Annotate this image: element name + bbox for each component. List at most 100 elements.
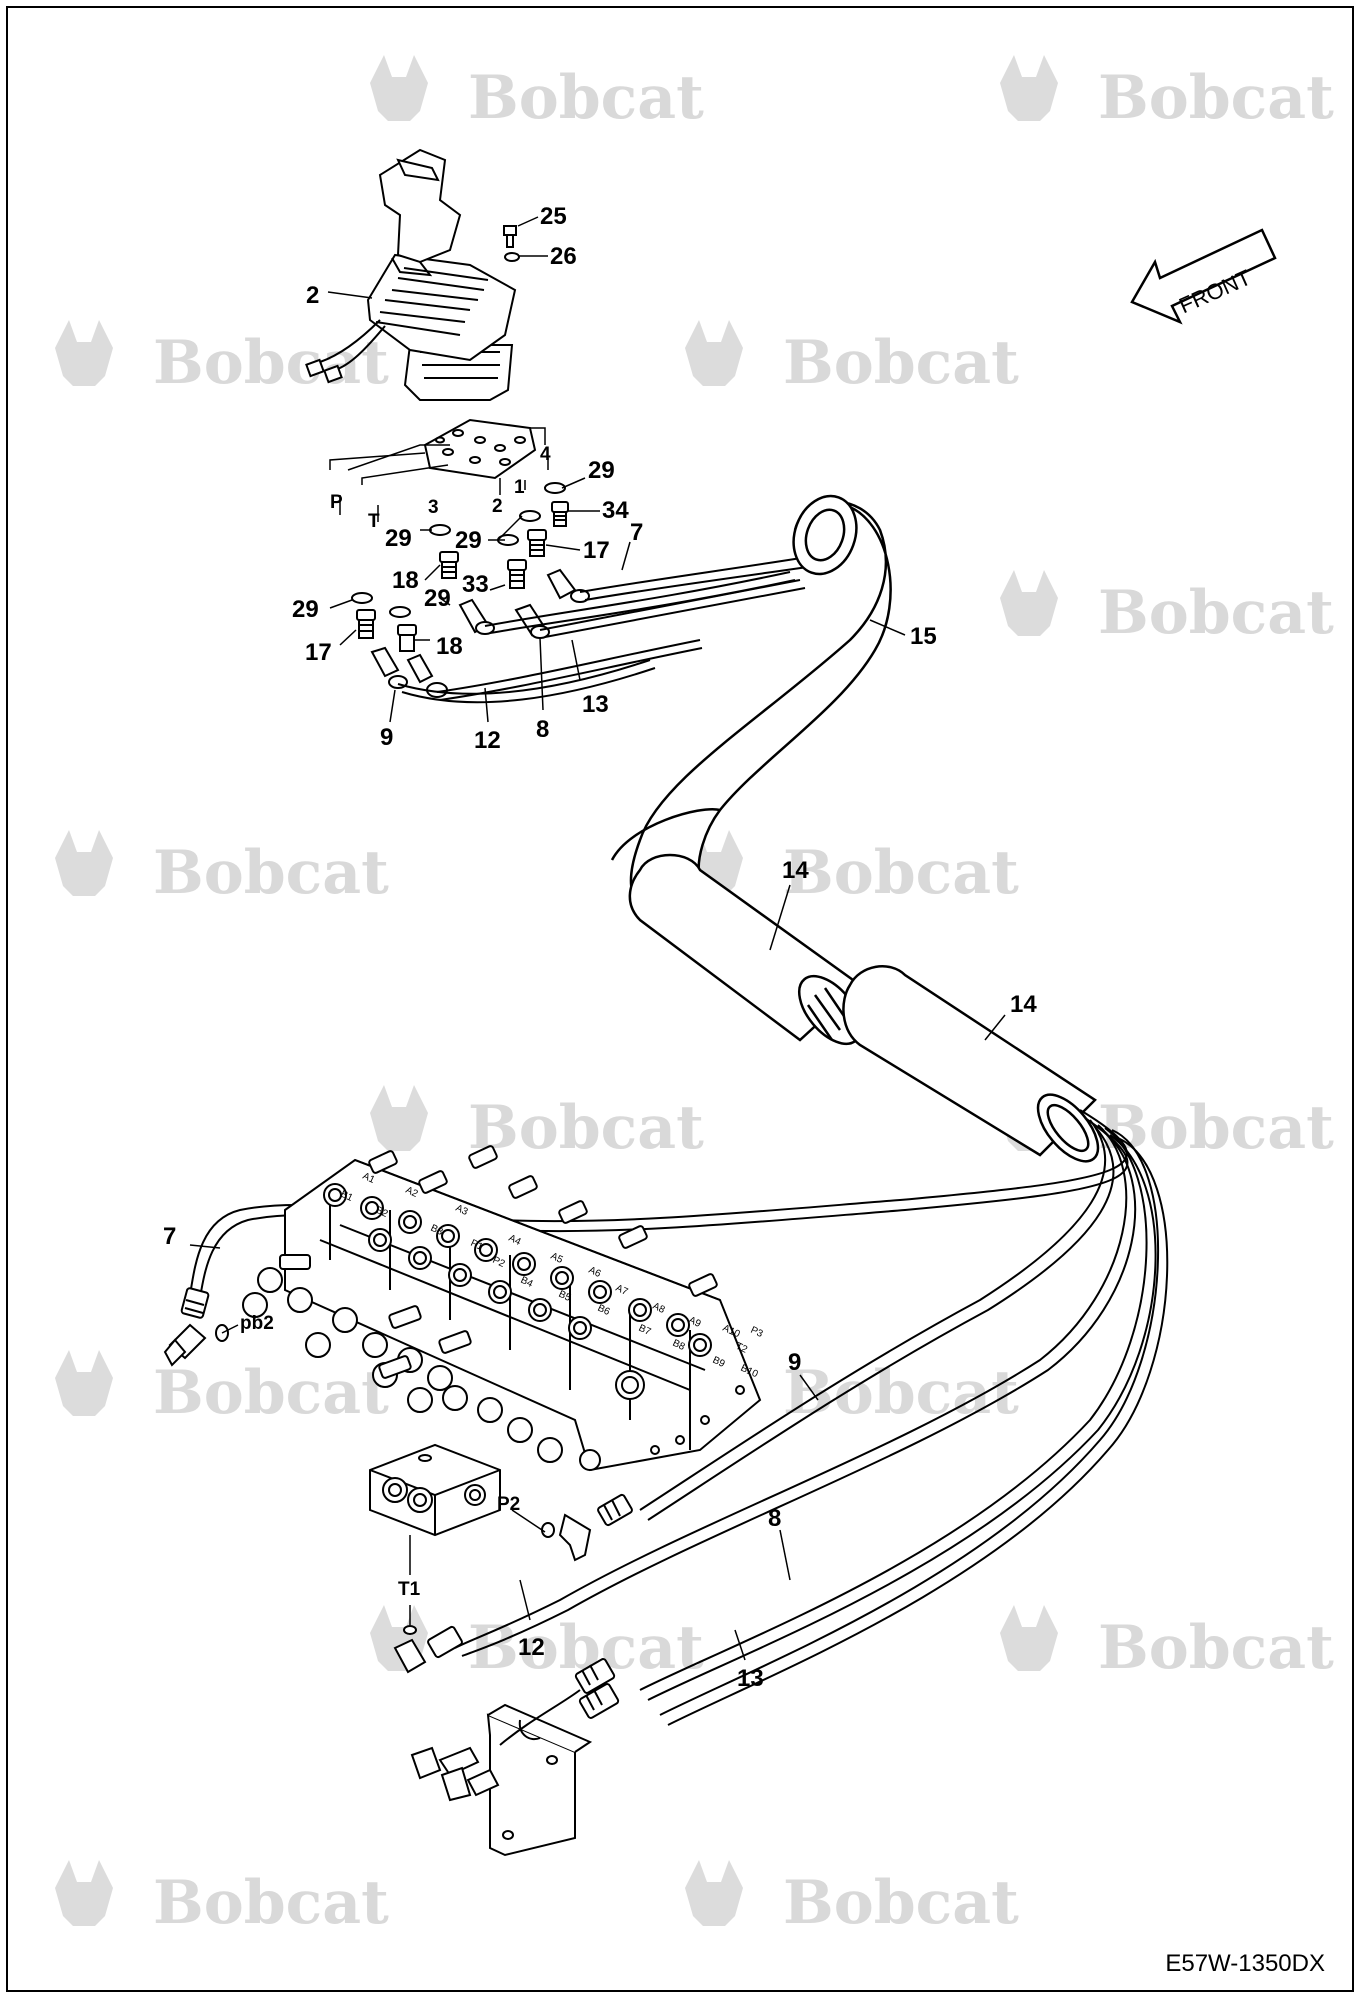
valve-label: A3 [454, 1203, 470, 1218]
callout-7: 7 [163, 1223, 176, 1250]
watermark-logo [1000, 1605, 1058, 1671]
callout-14: 14 [1010, 991, 1037, 1018]
valve-label: A6 [587, 1265, 603, 1280]
callout-9: 9 [380, 724, 393, 751]
watermark-text: Bobcat [1098, 578, 1334, 648]
callout-29: 29 [424, 585, 451, 612]
manifold-block [369, 1443, 501, 1537]
watermark-text: Bobcat [153, 1868, 389, 1938]
watermark-text: Bobcat [1098, 1613, 1334, 1683]
callout-8: 8 [768, 1505, 781, 1532]
valve-label: A1 [361, 1171, 377, 1186]
valve-section-labels: A1 B1 A2 B2 A3 B3 P1 P2 A4 B4 A5 B5 A6 B… [339, 1171, 765, 1381]
pilot-hoses-lower [189, 1109, 1169, 1726]
adapter-34 [551, 501, 569, 527]
o-ring-29 [519, 510, 541, 522]
o-rings [351, 482, 566, 618]
callout-18: 18 [436, 633, 463, 660]
watermark-logo [55, 1350, 113, 1416]
callout-pb2: pb2 [240, 1313, 274, 1334]
mounting-bracket [410, 1658, 620, 1857]
watermark-logo [1000, 55, 1058, 121]
watermark-text: Bobcat [468, 1093, 704, 1163]
valve-label: A9 [687, 1315, 703, 1330]
valve-label: A7 [614, 1283, 630, 1298]
callout-port-1: 1 [514, 477, 525, 498]
fittings [356, 501, 590, 698]
valve-label: B3 [429, 1223, 445, 1238]
valve-label: B4 [519, 1275, 535, 1290]
adapter-17 [356, 609, 376, 639]
watermark-text: Bobcat [1098, 63, 1334, 133]
adapter-33 [507, 559, 527, 589]
valve-label: B2 [374, 1205, 390, 1220]
diagram-frame [6, 6, 1354, 1992]
watermark-text: Bobcat [783, 838, 1019, 908]
callout-port-t: T [368, 511, 380, 532]
valve-label: B6 [596, 1303, 612, 1318]
callouts: 25 26 2 P T 3 2 1 4 29 34 29 29 17 7 18 … [163, 203, 1037, 1692]
watermark-text: Bobcat [1098, 1093, 1334, 1163]
protective-sleeve-15 [610, 494, 892, 912]
callout-25: 25 [540, 203, 567, 230]
callout-17: 17 [583, 537, 610, 564]
valve-label: A5 [549, 1251, 565, 1266]
pilot-hoses-upper [397, 554, 823, 704]
valve-label: B9 [711, 1355, 727, 1370]
screw-25 [503, 225, 517, 248]
watermark-logo [55, 830, 113, 896]
callout-t1: T1 [398, 1579, 421, 1600]
adapter-17 [527, 529, 547, 557]
callout-18: 18 [392, 567, 419, 594]
watermark-text: Bobcat [783, 328, 1019, 398]
joystick-assembly [305, 148, 517, 401]
watermark-text: Bobcat [153, 1358, 389, 1428]
callout-port-2: 2 [492, 496, 503, 517]
valve-label: A2 [404, 1185, 420, 1200]
valve-label: B8 [671, 1338, 687, 1353]
callout-13: 13 [737, 1665, 764, 1692]
watermark-logo [55, 320, 113, 386]
callout-29: 29 [588, 457, 615, 484]
o-ring-29 [544, 482, 566, 494]
callout-2: 2 [306, 282, 319, 309]
watermark-text: Bobcat [153, 328, 389, 398]
valve-label: B5 [557, 1289, 573, 1304]
callout-port-4: 4 [540, 444, 551, 465]
valve-label: P3 [749, 1325, 765, 1340]
sleeve-14-lower [842, 965, 1100, 1163]
watermark-logo [685, 1860, 743, 1926]
watermark-logo [685, 320, 743, 386]
o-ring-29 [389, 606, 411, 618]
o-ring-29 [429, 524, 451, 536]
callout-29: 29 [385, 525, 412, 552]
callout-port-3: 3 [428, 497, 439, 518]
callout-12: 12 [474, 727, 501, 754]
callout-29: 29 [292, 596, 319, 623]
main-control-valve [242, 1145, 762, 1472]
watermark-text: Bobcat [468, 63, 704, 133]
callout-12: 12 [518, 1634, 545, 1661]
callout-13: 13 [582, 691, 609, 718]
watermark-text: Bobcat [783, 1868, 1019, 1938]
drawing-number: E57W-1350DX [1165, 1950, 1325, 1977]
callout-9: 9 [788, 1349, 801, 1376]
adapter-18 [397, 624, 417, 652]
port-leaders [329, 427, 549, 522]
callout-15: 15 [910, 623, 937, 650]
valve-label: A8 [651, 1301, 667, 1316]
callout-port-p: P [330, 492, 343, 513]
callout-7: 7 [630, 519, 643, 546]
o-ring-29 [351, 592, 373, 604]
callout-33: 33 [462, 571, 489, 598]
watermark-logo [55, 1860, 113, 1926]
p2-fitting [541, 1493, 633, 1562]
watermark-logo [1000, 570, 1058, 636]
valve-label: T2 [734, 1341, 750, 1356]
valve-label: B1 [339, 1189, 355, 1204]
watermark-logo [370, 55, 428, 121]
valve-label: B7 [637, 1323, 653, 1338]
valve-label: P1 [469, 1238, 485, 1253]
